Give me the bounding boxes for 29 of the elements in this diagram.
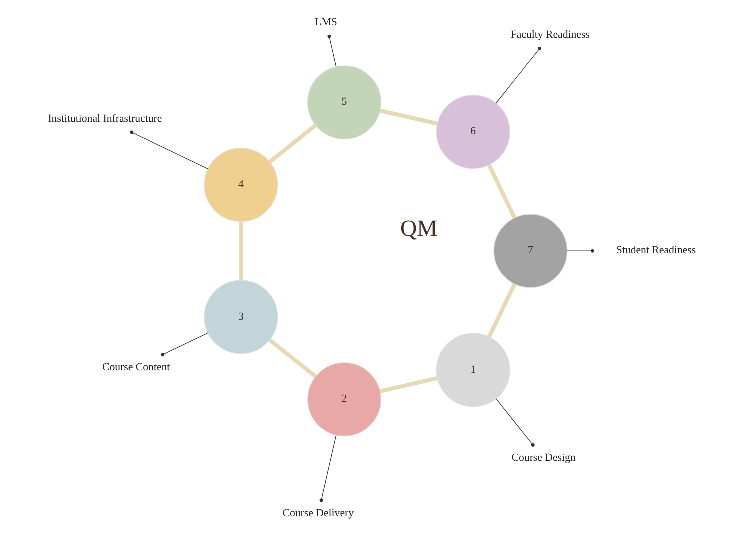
connector bbox=[319, 435, 336, 502]
node-circle: 3 bbox=[204, 280, 278, 354]
connector bbox=[327, 34, 336, 68]
node-circle: 5 bbox=[307, 66, 381, 140]
node-circle: 7 bbox=[493, 214, 568, 288]
node-text: Faculty Readiness bbox=[510, 29, 590, 42]
connector bbox=[566, 249, 594, 253]
node-text: Course Design bbox=[511, 452, 576, 464]
node-text: Course Delivery bbox=[282, 508, 354, 520]
node-circle: 2 bbox=[307, 362, 381, 437]
connector bbox=[487, 283, 516, 338]
connector bbox=[268, 124, 316, 164]
connector bbox=[379, 376, 438, 394]
connector bbox=[487, 164, 516, 219]
node-text: Course Content bbox=[102, 361, 170, 374]
connector bbox=[238, 222, 243, 281]
connector bbox=[379, 108, 438, 126]
connector bbox=[160, 332, 208, 357]
node-text: LMS bbox=[314, 16, 337, 29]
label: QM bbox=[400, 215, 438, 242]
node-circle: 1 bbox=[436, 333, 510, 408]
connector bbox=[495, 47, 541, 104]
node-text: Student Readiness bbox=[616, 244, 696, 257]
connector bbox=[268, 338, 316, 378]
node-circle: 4 bbox=[204, 148, 278, 222]
connector bbox=[495, 398, 534, 447]
node-circle: 6 bbox=[436, 95, 510, 170]
node-text: Institutional Infrastructure bbox=[48, 113, 162, 126]
connector bbox=[130, 130, 208, 170]
